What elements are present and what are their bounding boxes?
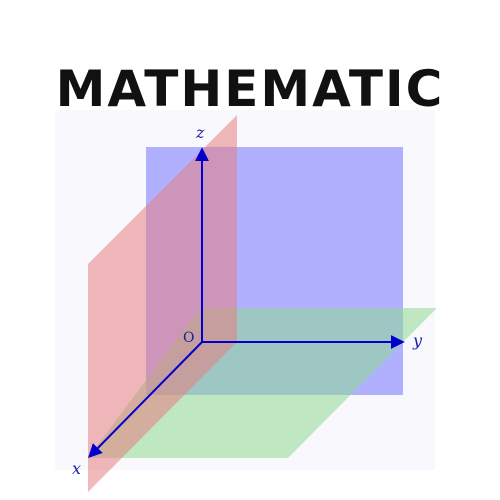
- z-axis-label: z: [195, 123, 205, 142]
- origin-label: O: [183, 330, 194, 346]
- xz-plane: [88, 115, 237, 492]
- page-title: MATHEMATIC: [55, 60, 445, 118]
- y-axis-label: y: [412, 331, 423, 350]
- x-axis-label: x: [72, 459, 81, 478]
- x-axis: [88, 341, 203, 458]
